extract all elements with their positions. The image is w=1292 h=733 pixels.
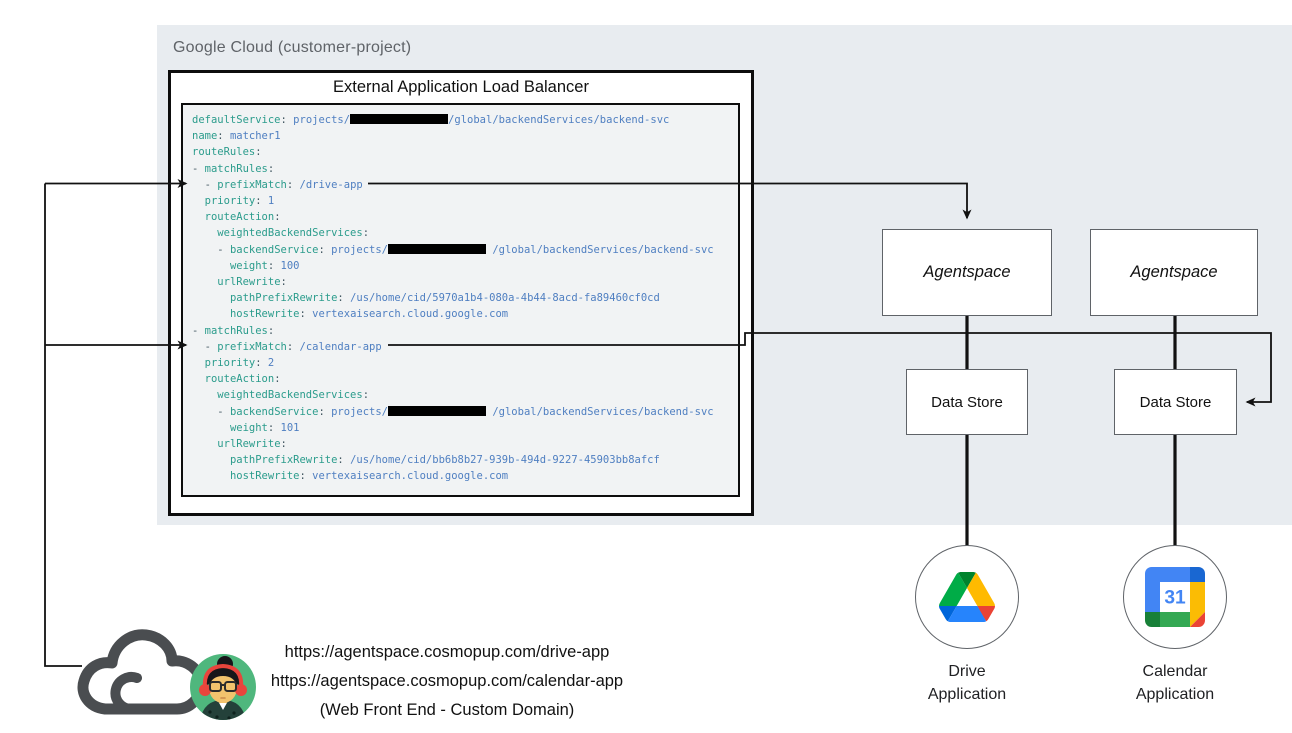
calendar-day-number: 31 bbox=[1164, 588, 1186, 609]
redacted-project-id bbox=[388, 243, 487, 254]
lb-config-line: - prefixMatch: /calendar-app bbox=[192, 340, 382, 353]
datastore-label: Data Store bbox=[931, 393, 1003, 411]
frontend-caption: (Web Front End - Custom Domain) bbox=[319, 701, 575, 719]
calendar-url: https://agentspace.cosmopup.com/calendar… bbox=[270, 672, 624, 690]
agentspace-box-calendar: Agentspace bbox=[1090, 229, 1258, 316]
datastore-label: Data Store bbox=[1139, 393, 1212, 411]
agentspace-label: Agentspace bbox=[1130, 263, 1218, 281]
lb-config-code: defaultService: projects//global/backend… bbox=[181, 103, 740, 497]
lb-config-line: priority: 1 bbox=[204, 195, 275, 208]
lb-config-line: - matchRules: bbox=[192, 162, 275, 175]
redacted-project-id bbox=[388, 405, 487, 416]
lb-config-line: pathPrefixRewrite: /us/home/cid/bb6b8b27… bbox=[229, 454, 660, 467]
calendar-app-label: Calendar Application bbox=[1135, 663, 1215, 703]
redacted-project-id bbox=[350, 114, 449, 124]
lb-config-line: weight: 101 bbox=[229, 421, 300, 434]
frontend-urls: https://agentspace.cosmopup.com/drive-ap… bbox=[196, 638, 698, 725]
datastore-box-calendar: Data Store bbox=[1114, 369, 1237, 435]
lb-config-line: hostRewrite: vertexaisearch.cloud.google… bbox=[229, 308, 509, 321]
drive-url: https://agentspace.cosmopup.com/drive-ap… bbox=[284, 643, 610, 661]
drive-app-node bbox=[915, 545, 1019, 649]
lb-config-line: - backendService: projects/ /global/back… bbox=[192, 405, 714, 418]
lb-config-line: routeAction: bbox=[204, 211, 281, 224]
google-calendar-icon: 31 bbox=[1145, 567, 1205, 627]
load-balancer-title: External Application Load Balancer bbox=[333, 78, 589, 96]
lb-config-line: pathPrefixRewrite: /us/home/cid/5970a1b4… bbox=[229, 292, 660, 305]
drive-app-label: Drive Application bbox=[927, 663, 1007, 703]
user-avatar bbox=[190, 654, 256, 720]
lb-config-line: hostRewrite: vertexaisearch.cloud.google… bbox=[229, 470, 509, 483]
google-drive-icon bbox=[939, 572, 995, 622]
agentspace-label: Agentspace bbox=[923, 263, 1011, 281]
frontend-trunk-line bbox=[44, 183, 82, 667]
calendar-app-node: 31 bbox=[1123, 545, 1227, 649]
lb-config-line: routeAction: bbox=[204, 373, 281, 386]
lb-config-line: - prefixMatch: /drive-app bbox=[192, 178, 363, 191]
lb-config-line: routeRules: bbox=[192, 146, 262, 159]
agentspace-box-drive: Agentspace bbox=[882, 229, 1052, 316]
lb-config-line: defaultService: projects//global/backend… bbox=[192, 114, 670, 126]
lb-config-line: urlRewrite: bbox=[217, 438, 287, 451]
lb-config-line: urlRewrite: bbox=[217, 276, 287, 289]
lb-config-line: priority: 2 bbox=[204, 357, 275, 370]
lb-config-line: weight: 100 bbox=[229, 259, 300, 272]
lb-config-line: name: matcher1 bbox=[192, 130, 281, 143]
datastore-box-drive: Data Store bbox=[906, 369, 1028, 435]
lb-config-line: weightedBackendServices: bbox=[217, 227, 370, 240]
lb-config-line: - matchRules: bbox=[192, 324, 275, 337]
lb-config-line: weightedBackendServices: bbox=[217, 389, 370, 402]
lb-config-line: - backendService: projects/ /global/back… bbox=[192, 243, 714, 256]
google-cloud-project-label: Google Cloud (customer-project) bbox=[173, 39, 412, 56]
